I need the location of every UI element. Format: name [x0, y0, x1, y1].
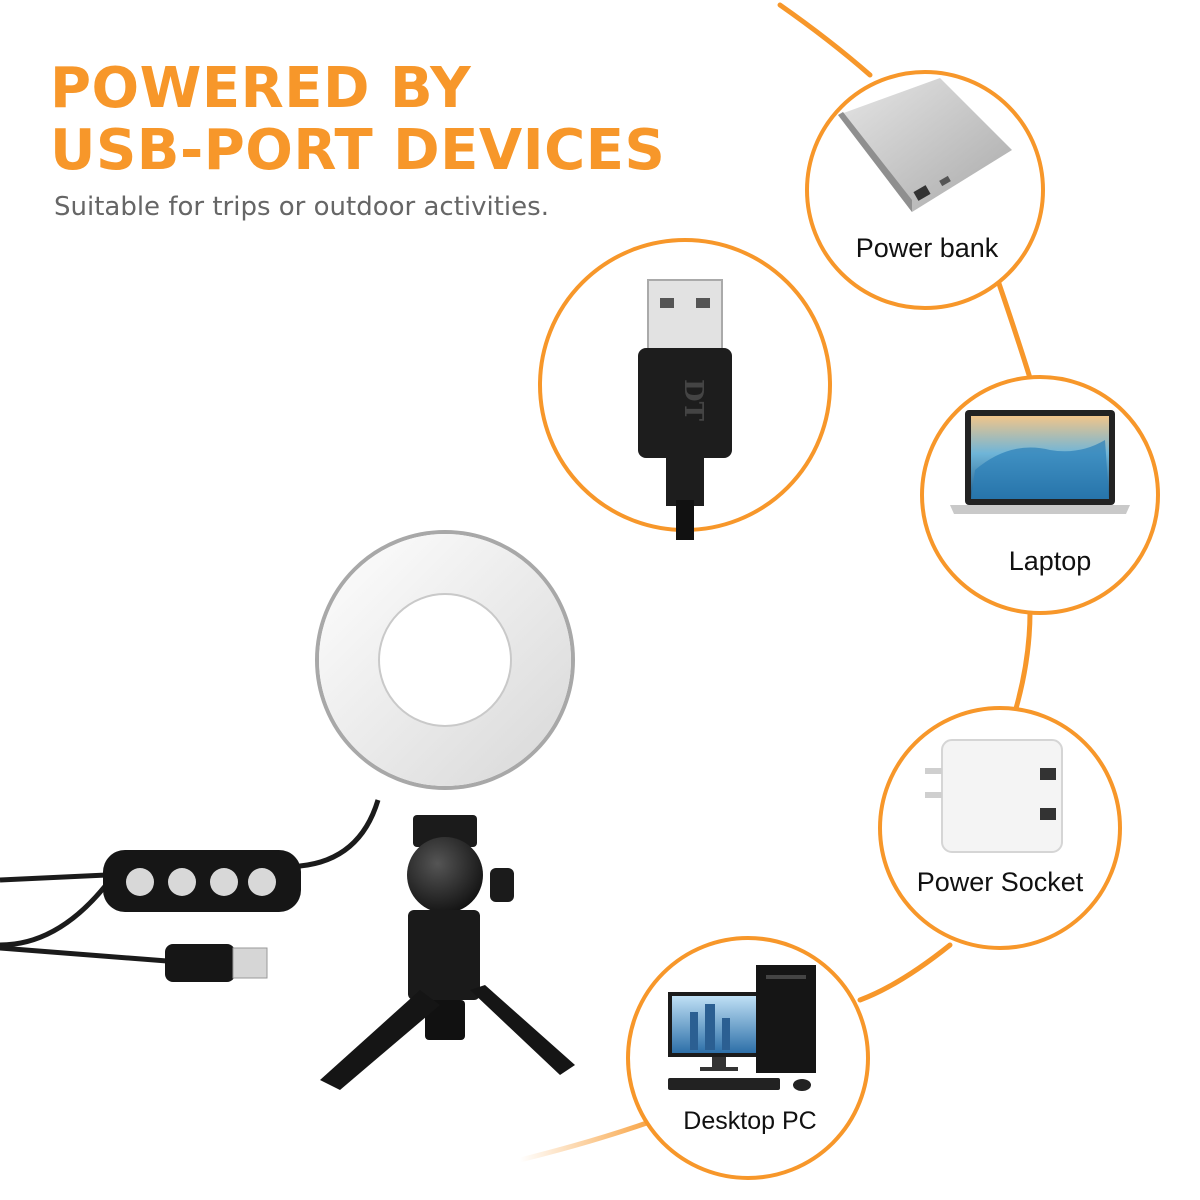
controller-button-1 — [126, 868, 154, 896]
usb-brand-mark: DT — [678, 379, 708, 422]
controller-button-4 — [248, 868, 276, 896]
desktop-pc-label: Desktop PC — [683, 1107, 817, 1135]
laptop-label: Laptop — [1008, 546, 1092, 576]
power-socket-label: Power Socket — [916, 867, 1084, 897]
power-bank-badge — [805, 70, 1045, 310]
usb-cable — [0, 878, 112, 948]
usb-connector — [165, 944, 268, 982]
laptop-icon — [950, 410, 1130, 514]
power-bank-icon — [838, 78, 1012, 212]
laptop-badge — [920, 375, 1160, 615]
headline: POWERED BY USB-PORT DEVICES — [50, 58, 665, 182]
usb-plug-badge: DT — [538, 238, 832, 540]
usb-plug-icon: DT — [638, 279, 732, 540]
subtitle: Suitable for trips or outdoor activities… — [54, 192, 549, 222]
controller-button-3 — [210, 868, 238, 896]
power-bank-label: Power bank — [855, 233, 999, 263]
power-socket-icon — [925, 739, 1063, 853]
ring-light — [315, 530, 575, 790]
controller-button-2 — [168, 868, 196, 896]
headline-line-1: POWERED BY — [50, 56, 472, 121]
tripod-stand — [320, 815, 575, 1090]
desktop-pc-icon — [668, 965, 816, 1091]
headline-line-2: USB-PORT DEVICES — [50, 118, 666, 183]
power-socket-badge — [878, 706, 1122, 950]
inline-controller — [103, 850, 301, 912]
desktop-pc-badge — [626, 936, 870, 1180]
power-cable — [0, 799, 381, 883]
